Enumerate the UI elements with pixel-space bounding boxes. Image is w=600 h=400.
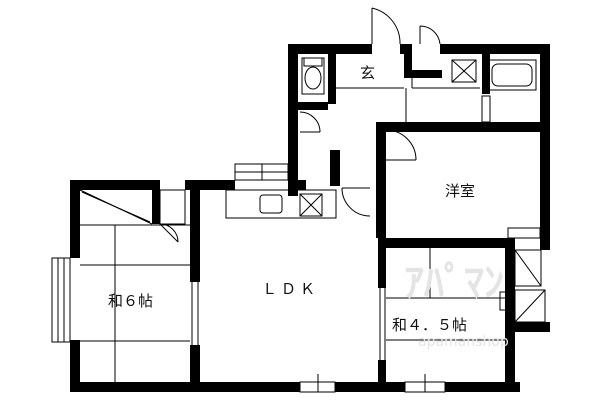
room-label-ldk: ＬＤＫ (262, 280, 320, 298)
room-label-washitsu-6: 和６帖 (108, 292, 154, 310)
room-label-washitsu-45: 和４．５帖 (392, 316, 468, 334)
room-label-yoshitsu: 洋室 (445, 182, 476, 200)
room-label-genkan: 玄 (360, 64, 376, 82)
watermark-text: apamanshop (418, 334, 509, 350)
thin-lines (51, 57, 546, 393)
doors (299, 7, 441, 217)
walls (70, 44, 550, 392)
watermark-logo: ｱﾊﾟﾏﾝ (404, 260, 504, 306)
